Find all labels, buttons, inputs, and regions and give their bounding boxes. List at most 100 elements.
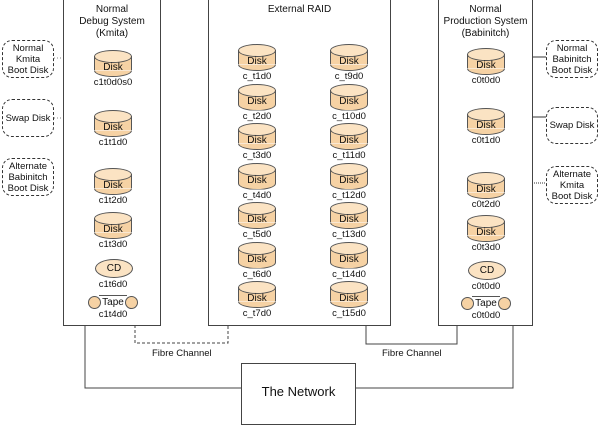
device-label: c0t2d0: [471, 199, 501, 210]
title-line: Debug System: [79, 16, 145, 27]
annotation-line: Swap Disk: [549, 120, 595, 131]
disk-icon: Disk: [330, 123, 368, 150]
device-label: c1t2d0: [98, 195, 128, 206]
disk-icon: Disk: [238, 162, 276, 190]
disk-device: Disk c0t0d0: [461, 48, 511, 88]
disk-icon: Disk: [467, 108, 505, 135]
disk-glyph: Disk: [247, 174, 267, 186]
tape-icon: Tape: [88, 295, 138, 309]
device-label: c_t12d0: [332, 189, 366, 201]
disk-icon: Disk: [238, 44, 276, 71]
disk-icon: Disk: [94, 212, 132, 239]
disk-glyph: Disk: [247, 293, 267, 304]
device-label: c_t2d0: [242, 110, 272, 122]
disk-glyph: Disk: [476, 227, 496, 238]
device-label: c0t3d0: [471, 242, 501, 253]
annotation-line: Boot Disk: [7, 64, 49, 76]
disk-icon: Disk: [238, 281, 276, 308]
fibre-channel-right: [365, 325, 458, 345]
title-line: (Babinitch): [461, 28, 510, 39]
device-label: c0t0d0: [471, 310, 501, 321]
tape-reel-icon: [461, 297, 474, 310]
disk-device: Disk c_t9d0: [324, 44, 374, 84]
device-label: c_t7d0: [242, 308, 272, 319]
disk-icon: Disk: [330, 83, 368, 111]
disk-glyph: Disk: [103, 62, 123, 73]
production-system-box: Normal Production System (Babinitch) Dis…: [438, 0, 533, 326]
device-label: c1t1d0: [98, 137, 128, 148]
device-label: c0t1d0: [471, 135, 501, 146]
annotation-line: Babinitch: [8, 171, 48, 183]
disk-icon: Disk: [330, 281, 368, 308]
fibre-channel-left-label: Fibre Channel: [152, 348, 212, 359]
disk-icon: Disk: [94, 50, 132, 77]
disk-icon: Disk: [467, 48, 505, 75]
title-line: (Kmita): [95, 28, 129, 39]
device-label: c_t15d0: [332, 308, 366, 319]
tape-icon: Tape: [461, 296, 511, 310]
disk-icon: Disk: [330, 241, 368, 269]
disk-device: Disk c_t15d0: [324, 281, 374, 321]
tape-glyph: Tape: [99, 295, 127, 310]
disk-icon: Disk: [238, 241, 276, 269]
device-label: c1t0d0s0: [93, 77, 133, 88]
device-label: c0t0d0: [471, 281, 501, 292]
disk-glyph: Disk: [339, 174, 359, 186]
annotation-left-swap: Swap Disk: [2, 99, 54, 137]
annotation-line: Alternate: [552, 168, 592, 180]
disk-glyph: Disk: [103, 224, 123, 235]
disk-icon: Disk: [94, 110, 132, 137]
disk-device: Disk c0t1d0: [461, 108, 511, 148]
disk-glyph: Disk: [339, 56, 359, 67]
title-line: Normal: [469, 4, 502, 15]
annotation-line: Boot Disk: [551, 64, 593, 76]
fibre-channel-left: [134, 325, 229, 344]
disk-glyph: Disk: [339, 293, 359, 304]
disk-device: Disk c1t0d0s0: [88, 50, 138, 90]
disk-device: Disk c_t7d0: [232, 281, 282, 321]
annotation-line: Alternate: [8, 160, 48, 172]
device-label: c_t10d0: [332, 110, 366, 122]
tape-reel-icon: [88, 296, 101, 309]
disk-icon: Disk: [467, 172, 505, 199]
title-line: Normal: [95, 4, 129, 15]
tape-glyph: Tape: [472, 296, 500, 311]
disk-icon: Disk: [330, 44, 368, 71]
device-label: c1t6d0: [98, 279, 128, 290]
disk-icon: Disk: [238, 123, 276, 150]
debug-system-title: Normal Debug System (Kmita): [64, 4, 160, 40]
disk-glyph: Disk: [247, 214, 267, 225]
cd-icon: CD: [95, 259, 133, 278]
disk-device: Disk c_t12d0: [324, 162, 374, 203]
disk-glyph: Disk: [339, 95, 359, 107]
annotation-right-swap: Swap Disk: [546, 107, 598, 144]
disk-glyph: Disk: [476, 60, 496, 71]
disk-glyph: Disk: [247, 56, 267, 67]
device-label: c_t9d0: [334, 71, 364, 82]
raid-title: External RAID: [267, 4, 332, 15]
disk-glyph: Disk: [247, 135, 267, 146]
device-label: c0t0d0: [471, 75, 501, 86]
device-label: c_t4d0: [242, 189, 272, 201]
disk-glyph: Disk: [476, 120, 496, 131]
annotation-line: Boot Disk: [551, 190, 593, 202]
debug-system-box: Normal Debug System (Kmita) Disk c1t0d0s0…: [63, 0, 161, 326]
annotation-line: Boot Disk: [7, 182, 49, 194]
production-system-title: Normal Production System (Babinitch): [439, 4, 532, 40]
